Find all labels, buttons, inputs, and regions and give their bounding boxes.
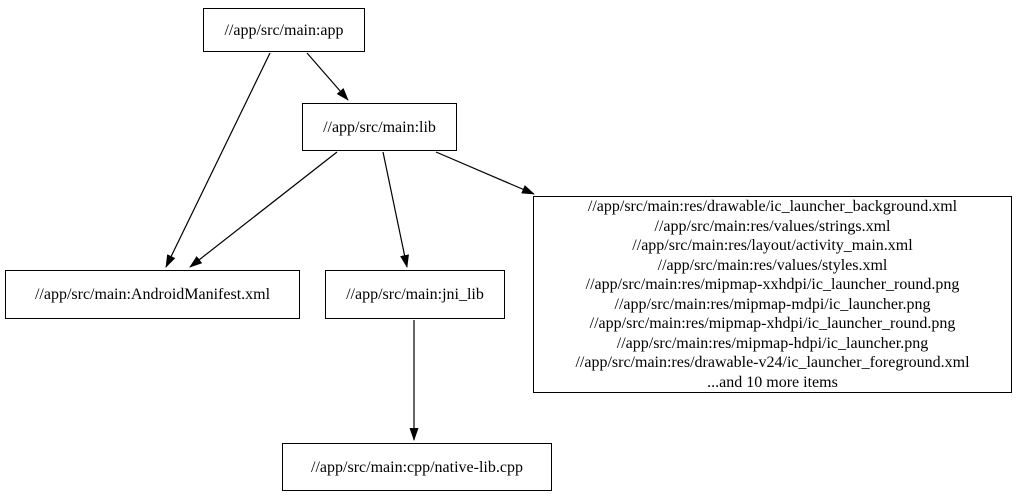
node-app-label: //app/src/main:app (224, 21, 344, 39)
res-file-line: //app/src/main:res/mipmap-hdpi/ic_launch… (616, 334, 929, 352)
res-file-line: //app/src/main:res/drawable/ic_launcher_… (587, 198, 958, 215)
node-native-lib-cpp-label: //app/src/main:cpp/native-lib.cpp (311, 458, 523, 476)
edge-lib-res-group (435, 151, 535, 195)
res-file-line: //app/src/main:res/mipmap-xxhdpi/ic_laun… (585, 276, 960, 293)
node-lib-label: //app/src/main:lib (323, 118, 436, 136)
res-file-more-items: ...and 10 more items (707, 373, 838, 391)
node-res-file-group: //app/src/main:res/drawable/ic_launcher_… (533, 196, 1012, 393)
node-android-manifest-label: //app/src/main:AndroidManifest.xml (34, 286, 271, 303)
edge-lib-manifest (189, 151, 338, 268)
res-file-line: //app/src/main:res/drawable-v24/ic_launc… (575, 354, 970, 371)
node-native-lib-cpp: //app/src/main:cpp/native-lib.cpp (282, 443, 552, 491)
node-app: //app/src/main:app (203, 8, 365, 52)
edge-lib-jni-lib (382, 151, 409, 268)
res-file-line: //app/src/main:res/values/strings.xml (654, 217, 891, 235)
node-jni-lib-label: //app/src/main:jni_lib (346, 286, 484, 303)
edge-app-lib (306, 52, 349, 101)
res-file-line: //app/src/main:res/values/styles.xml (657, 256, 888, 274)
node-jni-lib: //app/src/main:jni_lib (325, 270, 505, 319)
edge-app-manifest (165, 52, 271, 268)
res-file-line: //app/src/main:res/mipmap-xhdpi/ic_launc… (589, 315, 956, 332)
node-lib: //app/src/main:lib (302, 103, 457, 151)
res-file-line: //app/src/main:res/mipmap-mdpi/ic_launch… (614, 295, 931, 313)
node-android-manifest: //app/src/main:AndroidManifest.xml (5, 270, 300, 319)
res-file-line: //app/src/main:res/layout/activity_main.… (632, 237, 913, 254)
